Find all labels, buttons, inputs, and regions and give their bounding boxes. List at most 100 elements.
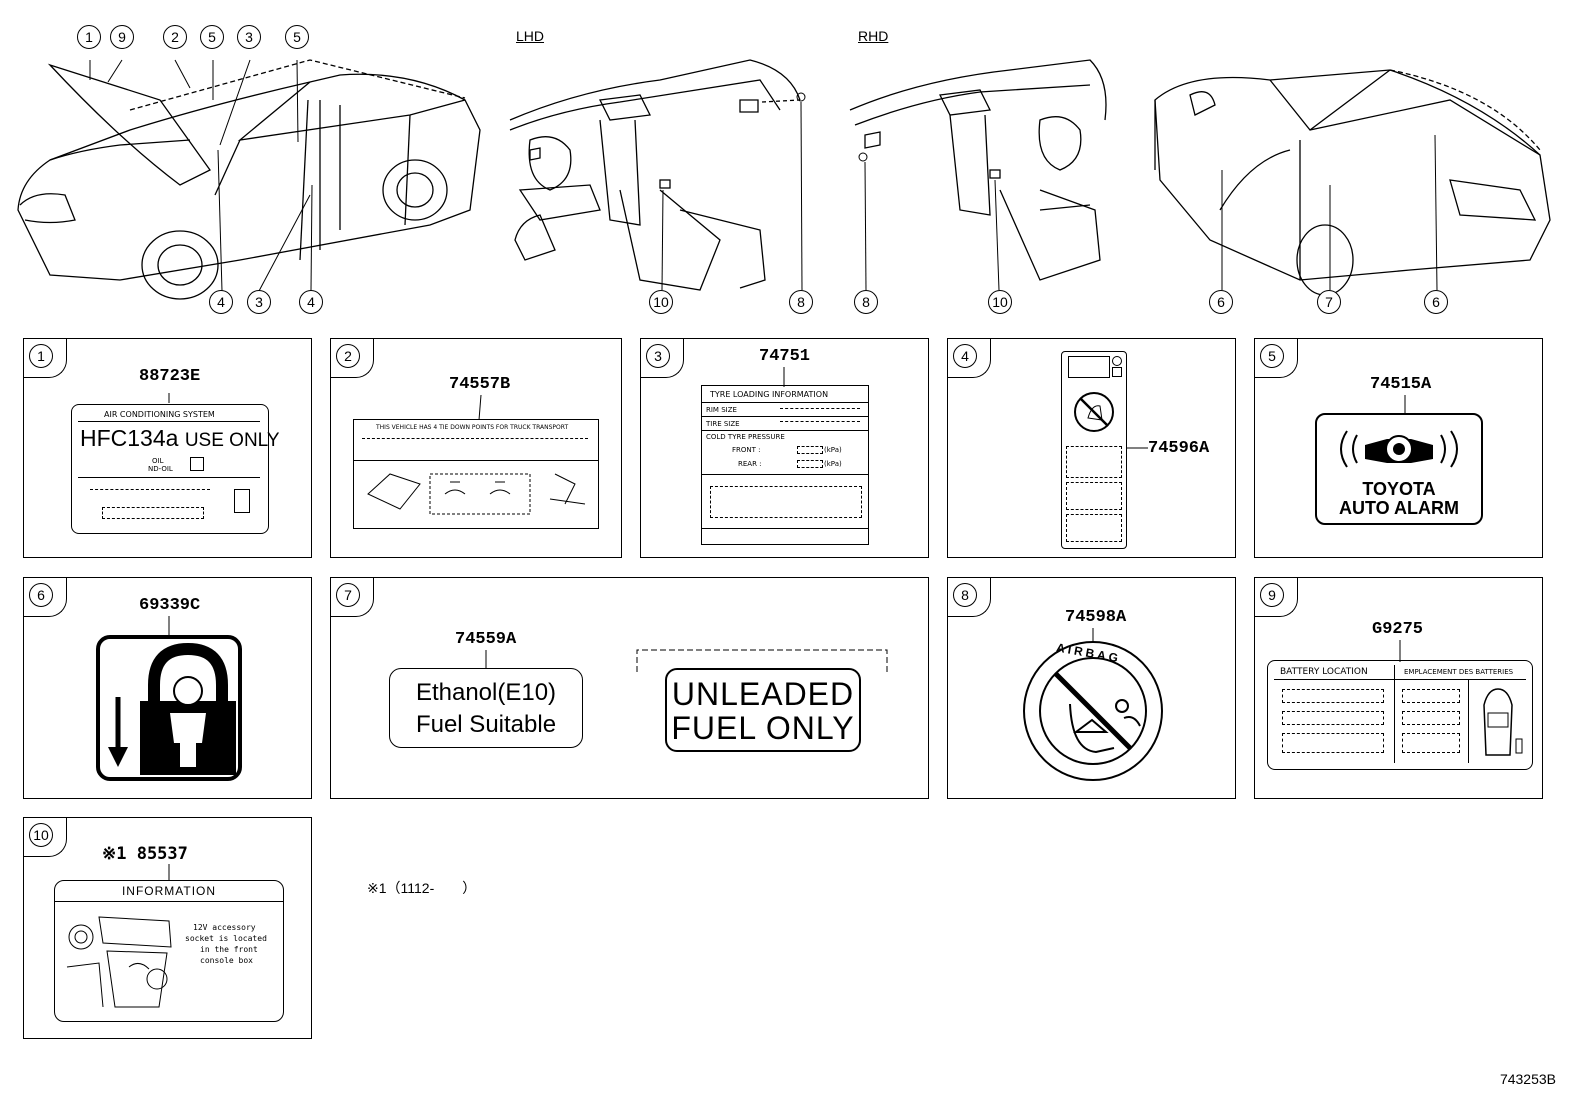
panel-number: 2 bbox=[336, 344, 360, 368]
part-number: 74559A bbox=[455, 630, 517, 649]
unleaded-line2: FUEL ONLY bbox=[671, 710, 855, 746]
nd-oil-label: ND-OIL bbox=[148, 465, 173, 473]
part-number: 69339C bbox=[139, 596, 201, 615]
callout-6: 6 bbox=[1424, 290, 1448, 314]
panel-7-fuel-labels: 7 74559A Ethanol(E10) Fuel Suitable UNLE… bbox=[330, 577, 929, 799]
callout-3: 3 bbox=[237, 25, 261, 49]
leader-line bbox=[1399, 640, 1401, 662]
panel-number: 5 bbox=[1260, 344, 1284, 368]
lhd-dashboard-illustration bbox=[509, 59, 806, 291]
panel-6-child-lock-label: 6 69339C bbox=[23, 577, 312, 799]
ac-sticker: AIR CONDITIONING SYSTEM HFC134a USE ONLY… bbox=[71, 404, 280, 534]
alarm-sticker: TOYOTA AUTO ALARM bbox=[1315, 413, 1483, 525]
callout-4: 4 bbox=[209, 290, 233, 314]
leader-line bbox=[168, 393, 170, 403]
footnote: ※1（1112- ） bbox=[367, 880, 477, 896]
vertical-sticker bbox=[1061, 351, 1127, 549]
panel-number: 6 bbox=[29, 583, 53, 607]
callout-7: 7 bbox=[1317, 290, 1341, 314]
kpa-unit: (kPa) bbox=[824, 460, 842, 468]
battery-location-fr: EMPLACEMENT DES BATTERIES bbox=[1404, 668, 1514, 676]
information-header: INFORMATION bbox=[121, 884, 217, 898]
leader-line bbox=[1404, 395, 1406, 415]
part-number: 88723E bbox=[139, 367, 201, 386]
panel-5-auto-alarm-label: 5 74515A TOYOTA AUTO ALARM bbox=[1254, 338, 1543, 558]
panel-number: 9 bbox=[1260, 583, 1284, 607]
info-line-2: socket is located bbox=[185, 934, 267, 943]
leader-line bbox=[485, 650, 487, 668]
car-top-view-icon bbox=[1483, 688, 1523, 756]
panel-1-ac-label: 1 88723E AIR CONDITIONING SYSTEM HFC134a… bbox=[23, 338, 312, 558]
panel-number: 1 bbox=[29, 344, 53, 368]
callout-8: 8 bbox=[854, 290, 878, 314]
callout-8: 8 bbox=[789, 290, 813, 314]
unleaded-line1: UNLEADED bbox=[671, 676, 855, 712]
ac-main-text: HFC134a USE ONLY bbox=[80, 425, 280, 451]
ethanol-sticker: Ethanol(E10) Fuel Suitable bbox=[389, 668, 583, 748]
panel-number: 8 bbox=[953, 583, 977, 607]
rhd-label: RHD bbox=[858, 28, 889, 44]
ethanol-line1: Ethanol(E10) bbox=[415, 679, 557, 706]
callout-3: 3 bbox=[247, 290, 271, 314]
info-line-1: 12V accessory bbox=[193, 923, 256, 932]
tyre-sticker: TYRE LOADING INFORMATION RIM SIZE TIRE S… bbox=[701, 385, 869, 545]
leader-line bbox=[1126, 447, 1148, 449]
rim-size-label: RIM SIZE bbox=[706, 406, 737, 414]
tie-down-text: THIS VEHICLE HAS 4 TIE DOWN POINTS FOR T… bbox=[376, 424, 569, 431]
leader-line bbox=[168, 616, 170, 636]
tie-down-sticker: THIS VEHICLE HAS 4 TIE DOWN POINTS FOR T… bbox=[353, 419, 599, 529]
front-car-illustration bbox=[17, 59, 481, 300]
part-number: ※1 85537 bbox=[102, 844, 188, 864]
information-sticker: INFORMATION 12V accessory socket is loca… bbox=[54, 880, 284, 1022]
callout-4: 4 bbox=[299, 290, 323, 314]
console-illustration bbox=[66, 916, 172, 1008]
panel-number: 4 bbox=[953, 344, 977, 368]
leader-line bbox=[783, 367, 785, 387]
alarm-siren-icon bbox=[1340, 430, 1458, 468]
panel-9-battery-location-label: 9 G9275 BATTERY LOCATION EMPLACEMENT DES… bbox=[1254, 577, 1543, 799]
callout-10: 10 bbox=[988, 290, 1012, 314]
bracket-line bbox=[636, 649, 888, 672]
rear-car-illustration bbox=[1154, 69, 1551, 296]
callout-10: 10 bbox=[649, 290, 673, 314]
panel-number: 3 bbox=[646, 344, 670, 368]
rhd-dashboard-illustration bbox=[849, 59, 1107, 291]
panel-number: 10 bbox=[29, 823, 53, 847]
callout-6: 6 bbox=[1209, 290, 1233, 314]
part-number: 74557B bbox=[449, 375, 511, 394]
rear-label: REAR : bbox=[738, 460, 762, 468]
panel-10-information-label: 10 ※1 85537 INFORMATION 12V accessory so… bbox=[23, 817, 312, 1039]
cold-pressure-label: COLD TYRE PRESSURE bbox=[706, 433, 785, 441]
tire-size-label: TIRE SIZE bbox=[706, 420, 740, 428]
part-number: 74598A bbox=[1065, 608, 1127, 627]
figure-number: 743253B bbox=[1499, 1071, 1556, 1087]
ethanol-line2: Fuel Suitable bbox=[415, 711, 557, 738]
callout-2: 2 bbox=[163, 25, 187, 49]
unleaded-sticker: UNLEADED FUEL ONLY bbox=[665, 668, 861, 752]
callout-1: 1 bbox=[77, 25, 101, 49]
panel-number: 7 bbox=[336, 583, 360, 607]
part-number: G9275 bbox=[1372, 620, 1424, 639]
battery-sticker: BATTERY LOCATION EMPLACEMENT DES BATTERI… bbox=[1267, 660, 1533, 770]
panel-4-vertical-label: 4 74596A bbox=[947, 338, 1236, 558]
ac-header: AIR CONDITIONING SYSTEM bbox=[104, 410, 215, 419]
callout-9: 9 bbox=[110, 25, 134, 49]
part-number: 74515A bbox=[1370, 375, 1432, 394]
alarm-line2: AUTO ALARM bbox=[1339, 498, 1459, 518]
child-lock-icon bbox=[96, 635, 242, 781]
leader-line bbox=[478, 395, 482, 421]
part-number: 74751 bbox=[759, 347, 811, 366]
battery-location-en: BATTERY LOCATION bbox=[1280, 667, 1368, 677]
kpa-unit: (kPa) bbox=[824, 446, 842, 454]
info-line-3: in the front bbox=[200, 945, 258, 954]
panel-8-airbag-label: 8 74598A AIRBAG bbox=[947, 577, 1236, 799]
oil-label: OIL bbox=[152, 457, 164, 465]
no-child-seat-icon bbox=[1074, 392, 1114, 432]
lhd-label: LHD bbox=[516, 28, 545, 44]
panel-2-tie-down-label: 2 74557B THIS VEHICLE HAS 4 TIE DOWN POI… bbox=[330, 338, 622, 558]
tyre-title: TYRE LOADING INFORMATION bbox=[710, 390, 829, 399]
callout-5: 5 bbox=[200, 25, 224, 49]
airbag-warning-icon bbox=[1023, 641, 1163, 781]
panel-3-tyre-info-label: 3 74751 TYRE LOADING INFORMATION RIM SIZ… bbox=[640, 338, 929, 558]
front-label: FRONT : bbox=[732, 446, 761, 454]
